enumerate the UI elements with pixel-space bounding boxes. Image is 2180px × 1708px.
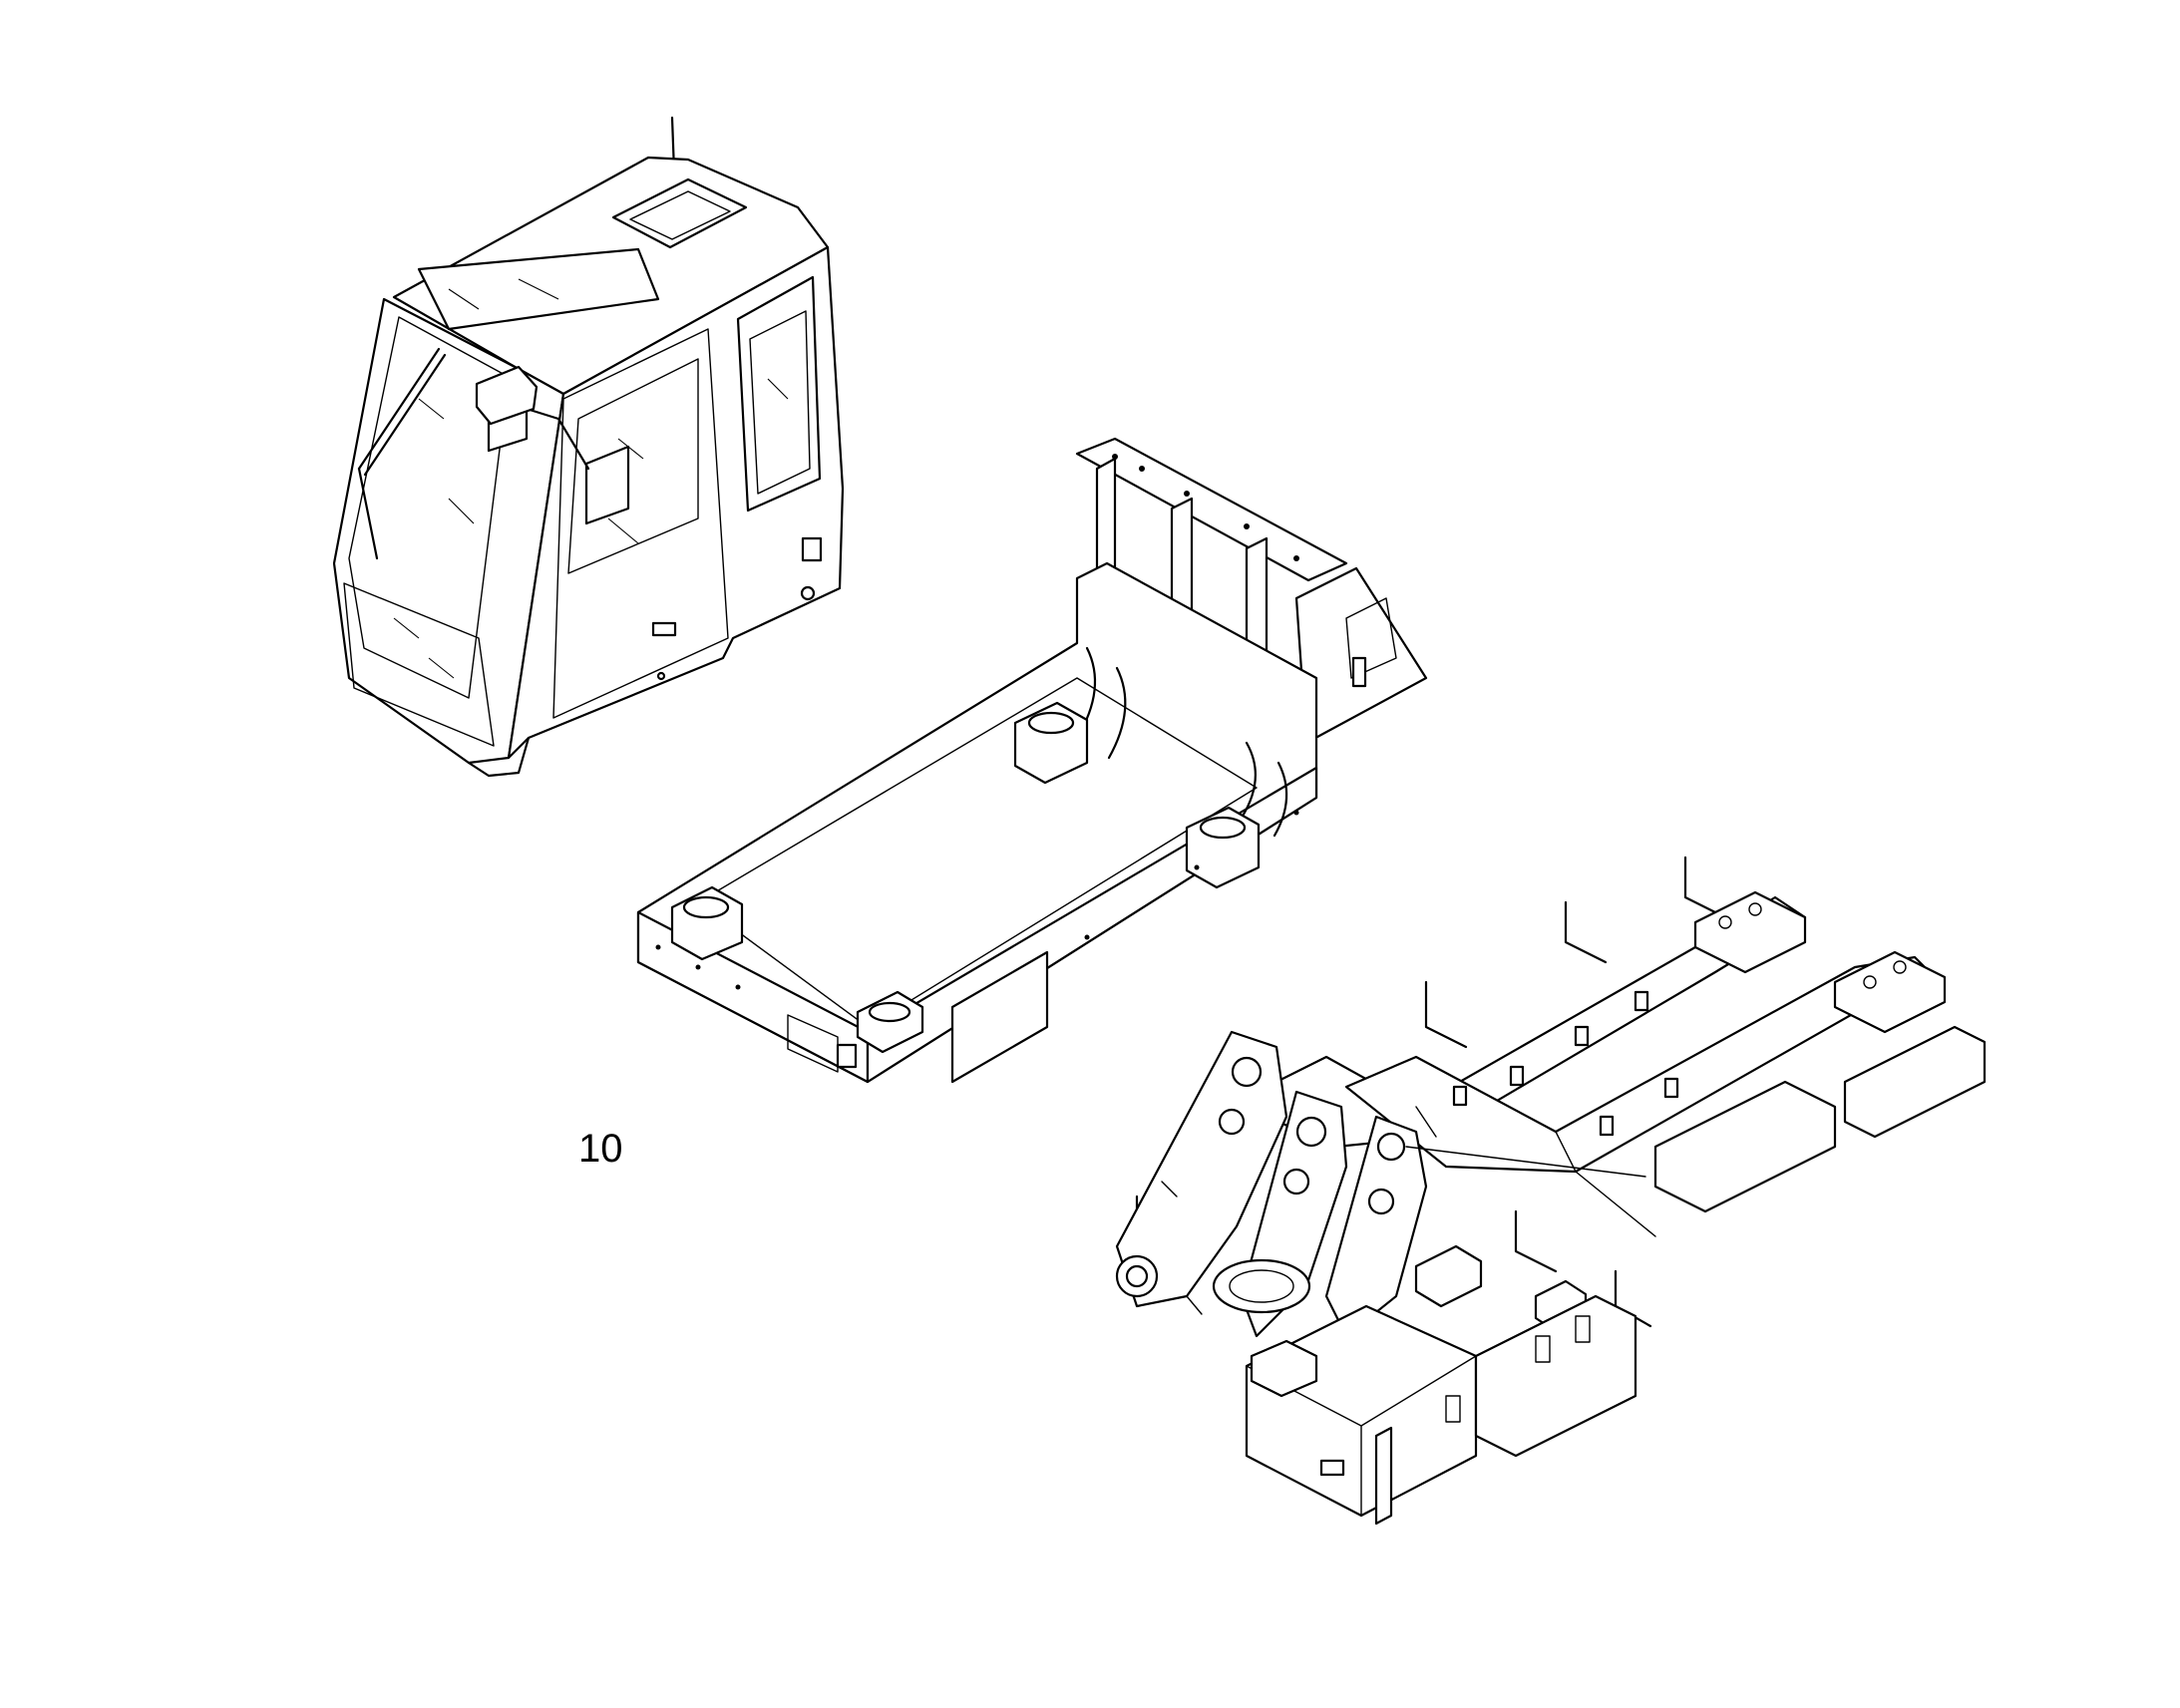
chassis-frame xyxy=(1115,855,1987,1526)
reference-number: 10 xyxy=(578,1127,623,1171)
main-frame xyxy=(636,437,1428,1084)
operator-cab xyxy=(332,116,845,778)
